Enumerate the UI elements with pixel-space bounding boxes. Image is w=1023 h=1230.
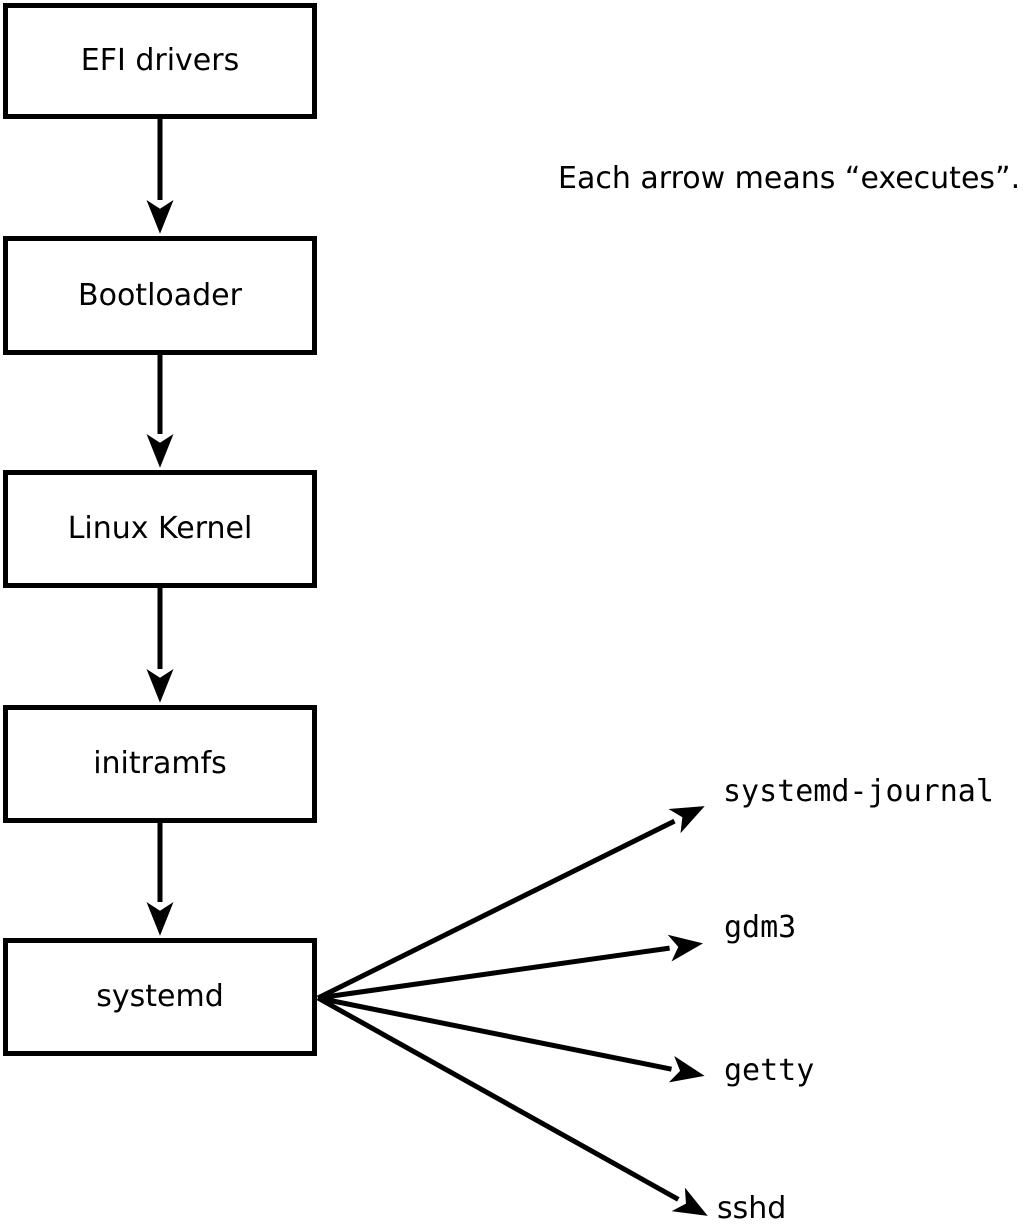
node-bootloader: Bootloader (3, 236, 317, 355)
label-getty: getty (724, 1053, 815, 1088)
node-systemd-label: systemd (96, 979, 224, 1014)
label-gdm3: gdm3 (724, 910, 797, 945)
arrow-meaning-annotation: Each arrow means “executes”. (558, 161, 1021, 196)
arrow-systemd-to-journal (316, 806, 705, 1001)
label-systemd-journal: systemd-journal (723, 774, 994, 809)
node-systemd: systemd (3, 938, 317, 1056)
label-sshd: sshd (717, 1191, 787, 1226)
arrow-systemd-to-getty (317, 995, 705, 1083)
node-bootloader-label: Bootloader (78, 277, 242, 313)
arrow-systemd-to-gdm3 (317, 934, 704, 1001)
arrow-systemd-to-sshd (316, 995, 708, 1216)
node-initramfs: initramfs (3, 705, 317, 823)
node-efi-drivers-label: EFI drivers (80, 43, 240, 78)
node-linux-kernel: Linux Kernel (3, 470, 317, 588)
node-efi-drivers: EFI drivers (3, 3, 317, 119)
node-initramfs-label: initramfs (93, 746, 227, 781)
node-linux-kernel-label: Linux Kernel (67, 511, 253, 546)
